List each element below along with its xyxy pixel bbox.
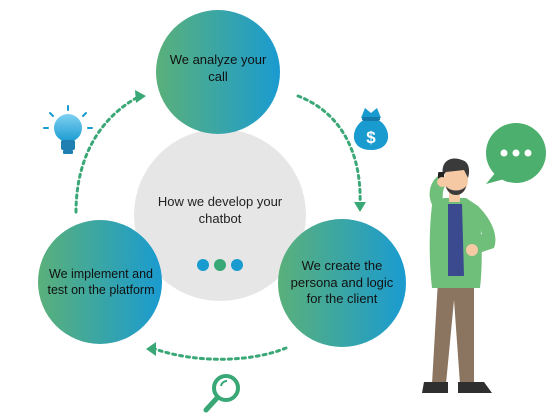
step-circle-right — [278, 219, 406, 347]
arrow-right-to-bottom — [150, 346, 288, 361]
dot-2 — [214, 259, 226, 271]
arrowhead-right — [354, 202, 366, 212]
step-circle-left — [38, 220, 162, 344]
step-create-persona-label: We create the persona and logic for the … — [290, 257, 394, 307]
step-implement-label: We implement and test on the platform — [47, 266, 155, 297]
step-analyze-label: We analyze your call — [169, 52, 267, 84]
money-bag-icon: $ — [353, 108, 389, 150]
progress-dots — [197, 259, 243, 271]
dot-3 — [231, 259, 243, 271]
cycle-arrows — [74, 94, 362, 361]
person-illustration — [422, 158, 496, 393]
arrow-left-to-top — [74, 94, 142, 214]
step-circle-top — [156, 10, 280, 134]
arrow-heads — [135, 90, 366, 356]
arrowhead-top — [135, 90, 146, 103]
arrowhead-bottom — [146, 342, 156, 356]
speech-bubble-icon — [486, 123, 546, 184]
center-title: How we develop your chatbot — [157, 194, 283, 226]
svg-text:$: $ — [366, 128, 376, 147]
dot-1 — [197, 259, 209, 271]
center-circle — [134, 129, 306, 301]
arrow-top-to-right — [296, 94, 362, 207]
search-icon — [203, 374, 240, 413]
lightbulb-icon — [43, 105, 93, 154]
